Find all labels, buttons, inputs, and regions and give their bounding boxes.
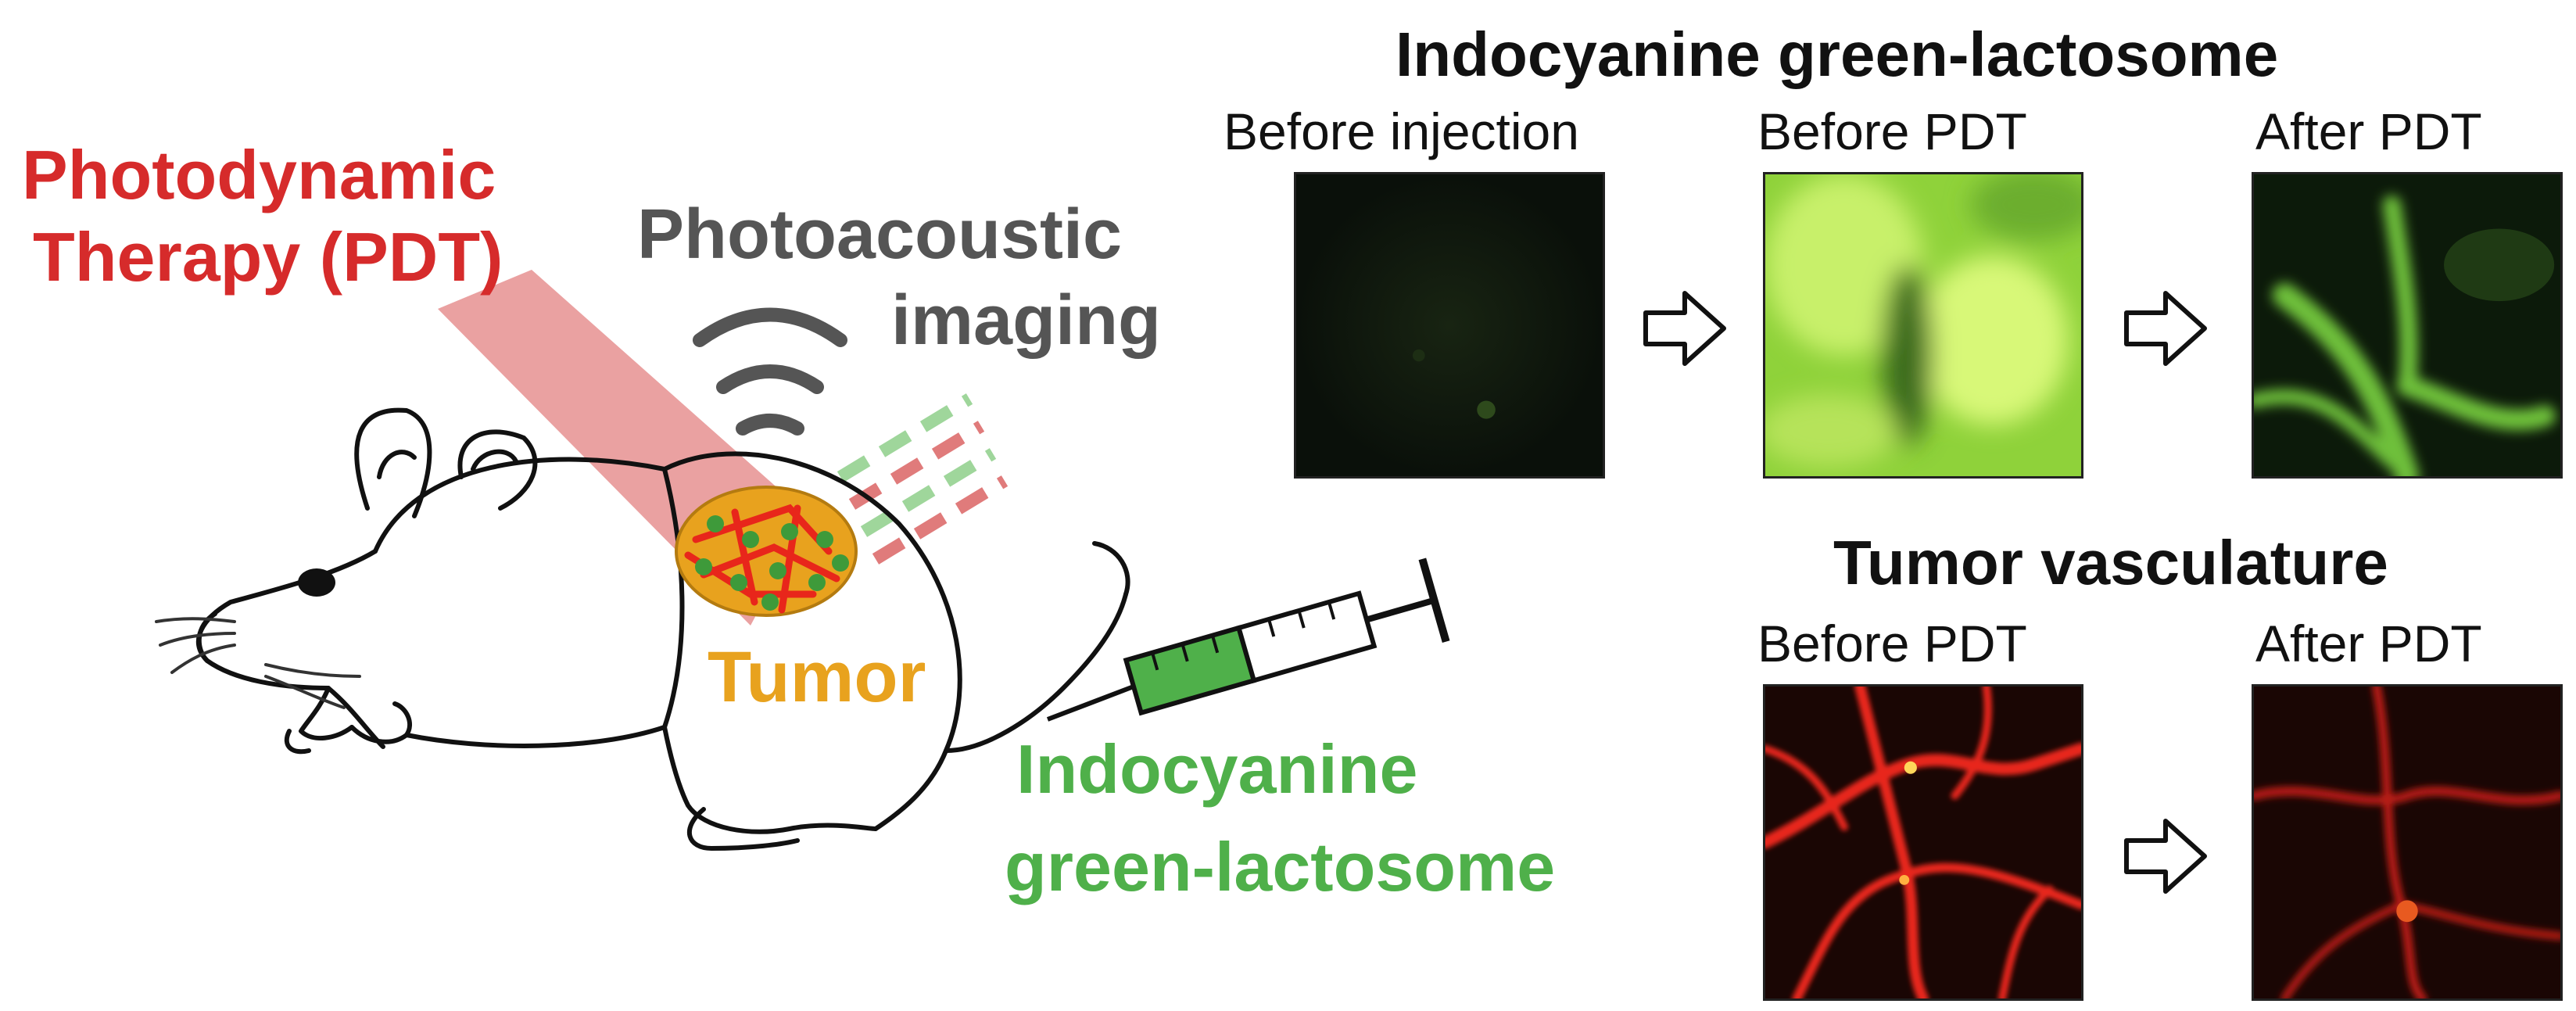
vascular-image-after-pdt xyxy=(2252,684,2563,1001)
vascular-stage-after-pdt: After PDT xyxy=(2255,615,2482,672)
icg-image-before-pdt xyxy=(1763,172,2083,479)
hollow-arrow-icon xyxy=(2124,819,2207,894)
tumor xyxy=(675,486,858,617)
icg-stage-after-pdt: After PDT xyxy=(2255,102,2482,160)
hollow-arrow-icon xyxy=(2124,291,2207,366)
illustration xyxy=(155,270,1450,851)
syringe-icon xyxy=(1046,557,1450,722)
agent-label-line1: Indocyanine xyxy=(1016,730,1418,808)
pdt-label-line2: Therapy (PDT) xyxy=(33,218,503,296)
icg-image-before-injection xyxy=(1294,172,1605,479)
pdt-label-line1: Photodynamic xyxy=(22,136,496,213)
sound-wave-icon xyxy=(693,307,847,436)
icg-image-after-pdt xyxy=(2252,172,2563,479)
tumor-label: Tumor xyxy=(708,637,926,717)
agent-label-line2: green-lactosome xyxy=(1005,828,1556,905)
icg-stage-before-injection: Before injection xyxy=(1224,102,1579,160)
vascular-image-before-pdt xyxy=(1763,684,2083,1001)
icg-panel-title: Indocyanine green-lactosome xyxy=(1395,20,2279,89)
icg-stage-before-pdt: Before PDT xyxy=(1757,102,2027,160)
mouse-illustration xyxy=(195,407,1130,851)
photoacoustic-label-line1: Photoacoustic xyxy=(637,195,1123,274)
photoacoustic-signal xyxy=(837,393,1009,565)
photoacoustic-label-line2: imaging xyxy=(891,281,1162,360)
mouse-eye xyxy=(298,568,335,597)
hollow-arrow-icon xyxy=(1643,291,1726,366)
vascular-stage-before-pdt: Before PDT xyxy=(1757,615,2027,672)
vascular-panel-title: Tumor vasculature xyxy=(1833,528,2388,597)
mouse-whiskers xyxy=(155,617,361,709)
